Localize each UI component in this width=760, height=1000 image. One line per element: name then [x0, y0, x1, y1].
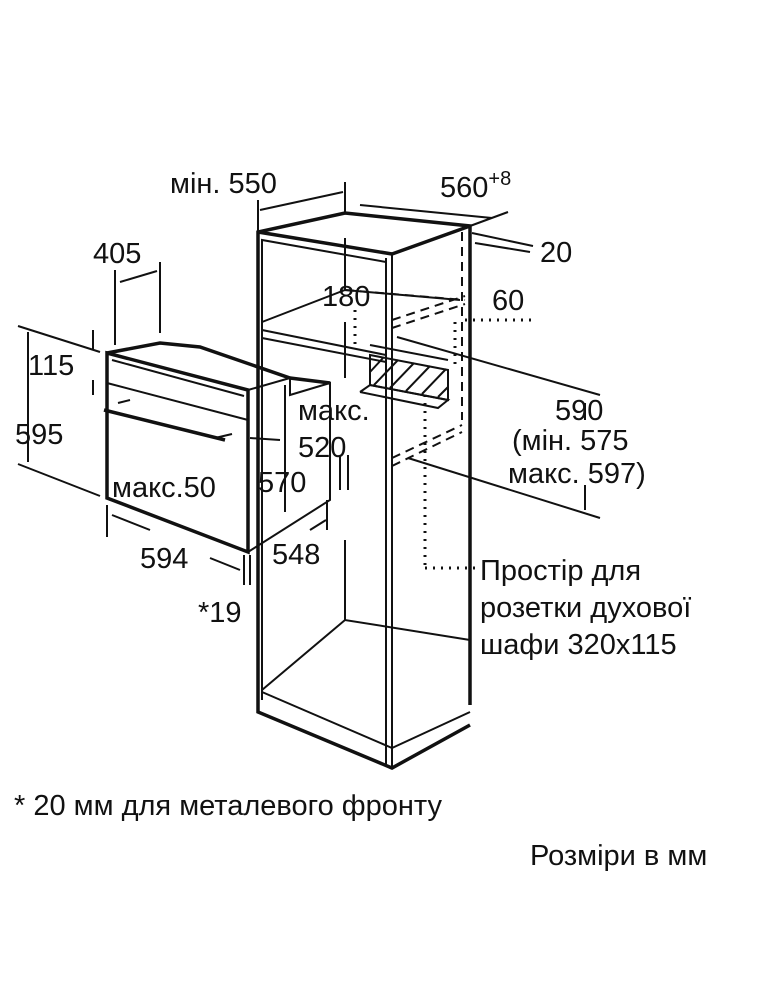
- label-590: 590: [555, 395, 603, 427]
- label-405: 405: [93, 238, 141, 270]
- label-19: *19: [198, 597, 242, 629]
- label-115: 115: [28, 350, 74, 382]
- units-note: Розміри в мм: [530, 840, 707, 872]
- socket-note-line-3: шафи 320x115: [480, 629, 677, 661]
- label-max: макс.: [298, 395, 370, 427]
- oven: [103, 341, 331, 555]
- label-min-550: мін. 550: [170, 168, 277, 200]
- label-560-tolerance: +8: [488, 168, 511, 190]
- label-max-597: макс. 597): [508, 458, 646, 490]
- label-595: 595: [15, 419, 63, 451]
- label-min-575: (мін. 575: [512, 425, 629, 457]
- footnote: * 20 мм для металевого фронту: [14, 790, 443, 822]
- label-20: 20: [540, 237, 572, 269]
- label-594: 594: [140, 543, 188, 575]
- label-520: 520: [298, 432, 346, 464]
- socket-space-hatch: [353, 310, 535, 570]
- label-570: 570: [258, 467, 306, 499]
- label-560-value: 560: [440, 172, 488, 204]
- label-180: 180: [322, 281, 370, 313]
- label-548: 548: [272, 539, 320, 571]
- label-max-50: макс.50: [112, 472, 216, 504]
- label-560: 560+8: [440, 168, 511, 204]
- dimension-lines: [17, 182, 601, 585]
- socket-note-line-2: розетки духової: [480, 592, 691, 624]
- socket-note-line-1: Простір для: [480, 555, 641, 587]
- label-60: 60: [492, 285, 524, 317]
- cabinet: [256, 211, 472, 770]
